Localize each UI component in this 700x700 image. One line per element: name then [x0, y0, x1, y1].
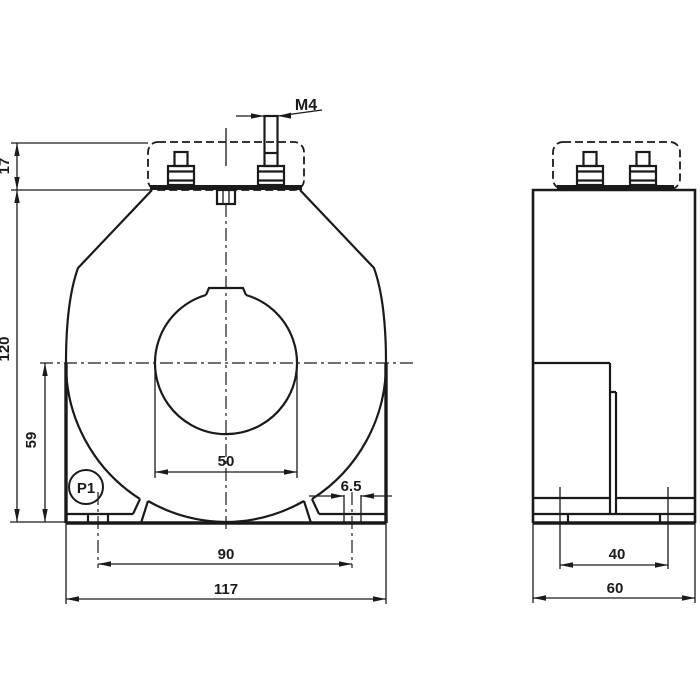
side-view [531, 141, 697, 569]
side-left-terminal-bolt [575, 150, 605, 187]
dim-120-label: 120 [0, 336, 13, 361]
side-slot-marks [559, 487, 669, 569]
side-top-plate [557, 185, 674, 190]
terminal-p1-marker: P1 [68, 469, 104, 505]
dim-17-label: 17 [0, 158, 13, 175]
m4-label: M4 [295, 97, 317, 114]
side-body-outline [531, 188, 697, 523]
front-body-left-shoulder [64, 189, 153, 364]
dim-60-label: 60 [607, 580, 624, 597]
dim-60: 60 [532, 523, 696, 603]
side-dimensions: 40 60 [532, 523, 696, 603]
p1-label: P1 [77, 480, 95, 497]
dim-117-label: 117 [214, 581, 238, 598]
dim-120: 120 [0, 190, 66, 523]
front-right-mounting-slot [343, 495, 362, 523]
side-right-terminal-bolt [628, 150, 658, 187]
front-body-arc-bottom-left [147, 500, 227, 524]
front-dimensions: M4 17 120 59 50 [0, 97, 392, 604]
front-body-right-shoulder [299, 189, 388, 364]
dim-50-label: 50 [218, 453, 235, 470]
dim-40-label: 40 [609, 546, 626, 563]
front-left-terminal-bolt [166, 150, 196, 187]
front-body-arc-left [64, 362, 141, 500]
dim-50: 50 [154, 363, 298, 478]
front-left-mounting-slot [86, 514, 110, 523]
dim-117: 117 [65, 523, 387, 604]
dim-40: 40 [560, 546, 668, 568]
side-terminal-cover-hidden-outline [552, 141, 681, 190]
side-slot-inner-edges [566, 514, 662, 523]
dim-90-label: 90 [218, 546, 235, 563]
front-center-tab-detail [222, 190, 230, 204]
p1-circle [68, 469, 104, 505]
front-view: P1 [40, 114, 413, 568]
dim-90: 90 [98, 546, 352, 567]
front-top-plate [150, 185, 302, 190]
dim-59-label: 59 [23, 432, 40, 449]
dim-17: 17 [0, 142, 150, 191]
dim-6-5-label: 6.5 [341, 478, 362, 495]
dim-6-5: 6.5 [309, 478, 392, 499]
front-body-arc-right [311, 362, 388, 500]
front-center-tab [215, 188, 237, 206]
side-base-lines [533, 496, 695, 516]
front-center-hole [153, 293, 299, 436]
side-step-profile [533, 361, 618, 514]
front-base-top-and-chamfers [66, 498, 386, 524]
front-body-arc-bottom-right [225, 500, 305, 524]
front-right-terminal-bolt [256, 114, 286, 187]
dim-m4-thread: M4 [236, 97, 323, 119]
dim-59: 59 [23, 363, 48, 522]
